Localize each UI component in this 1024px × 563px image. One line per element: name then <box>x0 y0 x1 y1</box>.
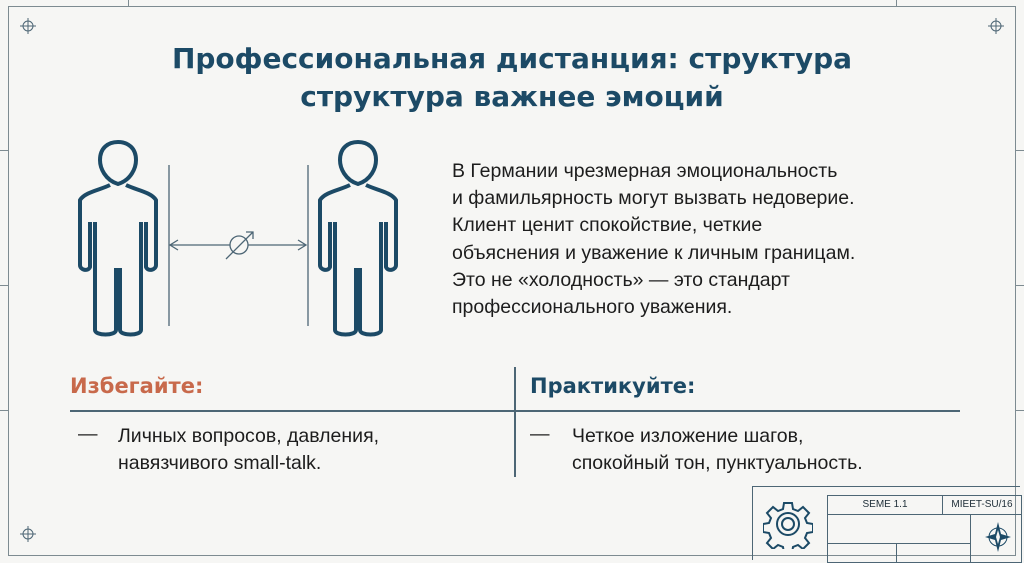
title-block-ref: MIEET-SU/16 <box>951 499 1013 510</box>
body-line: Это не «холодность» — это стандарт <box>452 268 790 291</box>
title-block-cell <box>896 543 971 563</box>
avoid-line: Личных вопросов, давления, <box>118 425 380 447</box>
title-line: структура важнее эмоций <box>300 80 724 113</box>
body-line: объяснения и уважение к личным границам. <box>452 241 856 264</box>
frame-tick <box>1015 410 1024 411</box>
body-line: и фамильярность могут вызвать недоверие. <box>452 187 855 210</box>
title-block: SEME 1.1 MIEET-SU/16 <box>752 486 1022 563</box>
frame-tick <box>1015 150 1024 151</box>
compass-rose-icon <box>985 522 1011 552</box>
practice-line: Четкое изложение шагов, <box>572 425 804 447</box>
distance-illustration <box>78 140 398 337</box>
page-title: Профессиональная дистанция: структура ст… <box>0 40 1024 116</box>
bullet-dash: — <box>78 423 98 445</box>
crosshair-icon <box>20 526 36 542</box>
body-paragraph: В Германии чрезмерная эмоциональность и … <box>452 158 855 321</box>
title-block-code: SEME 1.1 <box>862 499 908 510</box>
body-line: Клиент ценит спокойствие, четкие <box>452 214 763 237</box>
title-block-cell <box>827 514 971 544</box>
practice-line: спокойный тон, пунктуальность. <box>572 452 863 474</box>
title-block-ref-cell: MIEET-SU/16 <box>942 495 1022 515</box>
person-icon <box>318 140 398 337</box>
frame-tick <box>128 0 129 7</box>
frame-tick <box>0 285 9 286</box>
practice-heading: Практикуйте: <box>530 374 696 398</box>
frame-tick <box>0 410 9 411</box>
crosshair-icon <box>988 18 1004 34</box>
body-line: В Германии чрезмерная эмоциональность <box>452 160 838 182</box>
avoid-item: Личных вопросов, давления, навязчивого s… <box>118 423 379 477</box>
practice-item: Четкое изложение шагов, спокойный тон, п… <box>572 423 863 477</box>
body-line: профессионального уважения. <box>452 296 733 319</box>
frame-tick <box>896 0 897 7</box>
avoid-heading: Избегайте: <box>70 374 204 398</box>
drawing-frame <box>8 6 1016 556</box>
frame-tick <box>1015 285 1024 286</box>
distance-arrow-icon <box>168 165 309 326</box>
title-block-cell <box>827 543 897 563</box>
divider-vertical <box>514 367 516 477</box>
gear-icon <box>763 502 813 549</box>
frame-tick <box>0 150 9 151</box>
crosshair-icon <box>20 18 36 34</box>
person-icon <box>78 140 158 337</box>
title-line: Профессиональная дистанция: структура <box>171 42 853 75</box>
avoid-line: навязчивого small-talk. <box>118 452 322 474</box>
title-block-code-cell: SEME 1.1 <box>827 495 943 515</box>
bullet-dash: — <box>530 423 550 445</box>
